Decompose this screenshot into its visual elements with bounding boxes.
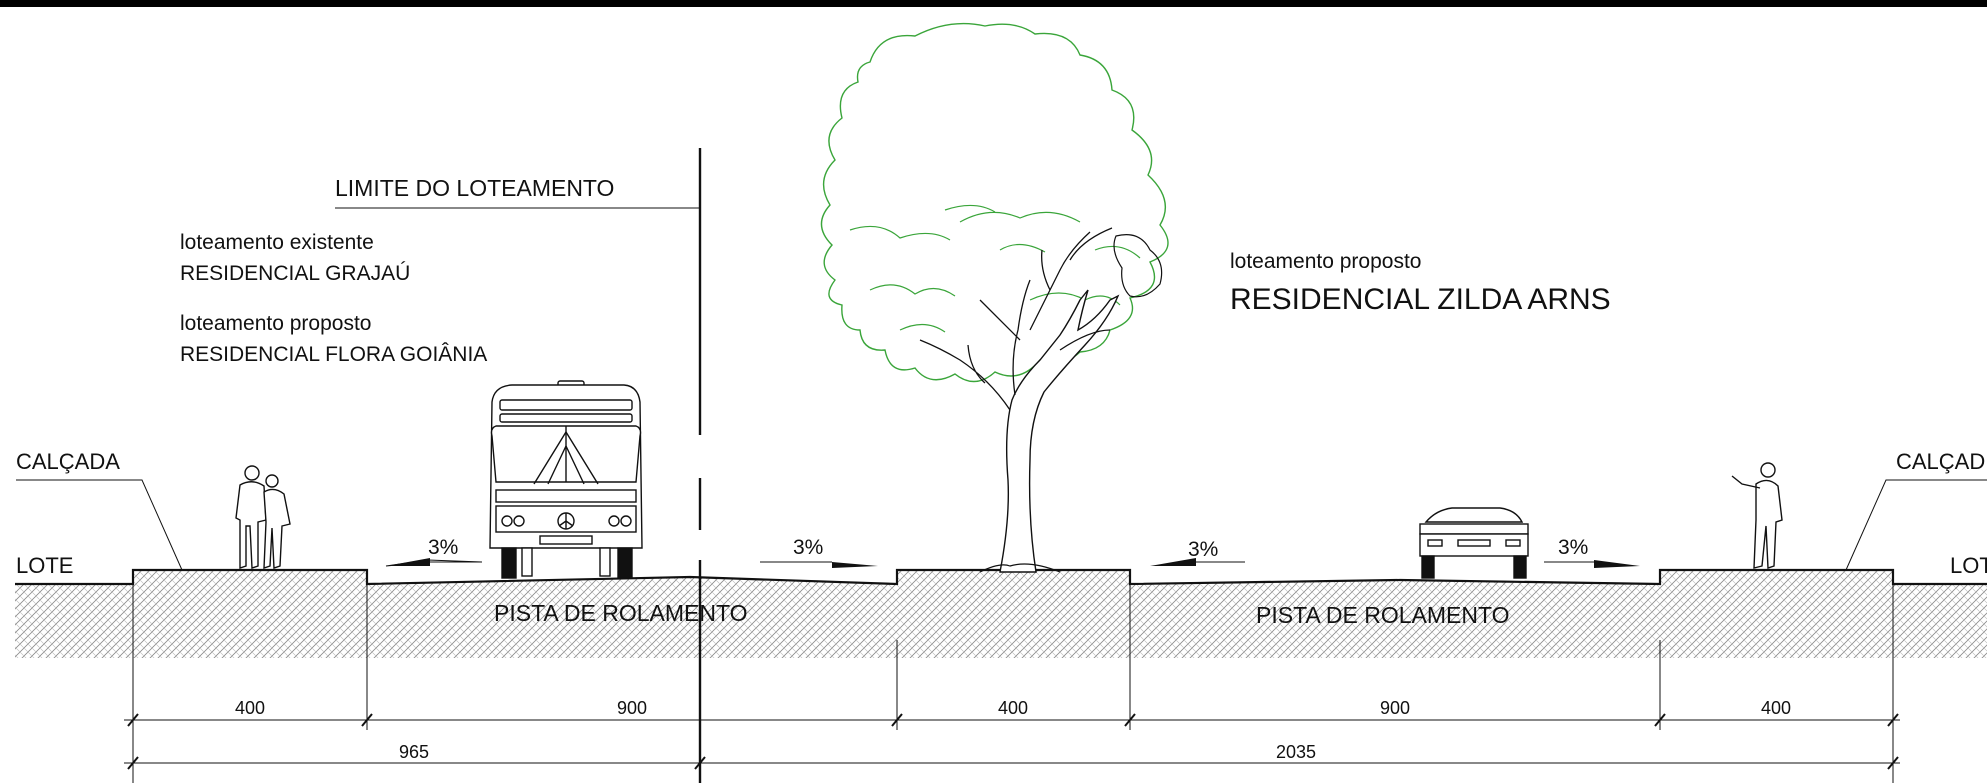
existing-name: RESIDENCIAL GRAJAÚ — [180, 262, 410, 285]
pedestrian-right — [1731, 462, 1783, 569]
dim-sidewalk-left: 400 — [235, 698, 265, 718]
slope-indicator-4: 3% — [1544, 536, 1640, 568]
tree-trunk — [999, 289, 1120, 573]
dim-proposed-width: 2035 — [1276, 742, 1316, 762]
pedestrians-couple — [235, 465, 291, 569]
sidewalk-right-label: CALÇAD — [1896, 449, 1985, 474]
existing-caption: loteamento existente — [180, 231, 374, 254]
svg-text:3%: 3% — [428, 536, 458, 559]
subdivision-limit-line — [335, 148, 702, 783]
svg-text:3%: 3% — [1188, 538, 1218, 561]
proposed-right-name: RESIDENCIAL ZILDA ARNS — [1230, 283, 1611, 316]
dim-sidewalk-right: 400 — [1761, 698, 1791, 718]
slope-indicator-2: 3% — [760, 536, 878, 568]
tree — [820, 22, 1169, 573]
dim-existing-width: 965 — [399, 742, 429, 762]
tree-canopy — [820, 22, 1169, 383]
car — [1419, 507, 1529, 579]
top-border-bar — [0, 0, 1987, 7]
slope-indicator-3: 3% — [1150, 538, 1245, 566]
dim-roadway-left: 900 — [617, 698, 647, 718]
limit-label: LIMITE DO LOTEAMENTO — [335, 175, 614, 201]
roadway-right-label: PISTA DE ROLAMENTO — [1256, 602, 1509, 628]
lot-right-label: LOT — [1950, 553, 1987, 578]
bus — [489, 380, 643, 579]
svg-text:3%: 3% — [1558, 536, 1588, 559]
proposed-right-caption: loteamento proposto — [1230, 250, 1421, 273]
roadway-left-label: PISTA DE ROLAMENTO — [494, 600, 747, 626]
slope-indicator-1: 3% — [385, 536, 483, 567]
proposed-left-caption: loteamento proposto — [180, 312, 371, 335]
dim-roadway-right: 900 — [1380, 698, 1410, 718]
dim-median: 400 — [998, 698, 1028, 718]
lot-left-label: LOTE — [16, 553, 73, 578]
ground-hatch — [15, 570, 1987, 658]
proposed-left-name: RESIDENCIAL FLORA GOIÂNIA — [180, 343, 487, 366]
sidewalk-left-leader — [16, 479, 183, 571]
dimension-row-1: 400 900 400 900 400 — [124, 698, 1900, 727]
dimension-row-2: 965 2035 — [124, 742, 1900, 770]
sidewalk-left-label: CALÇADA — [16, 449, 120, 474]
sidewalk-right-leader — [1845, 479, 1987, 571]
svg-text:3%: 3% — [793, 536, 823, 559]
dimension-extension-lines — [132, 584, 1894, 783]
